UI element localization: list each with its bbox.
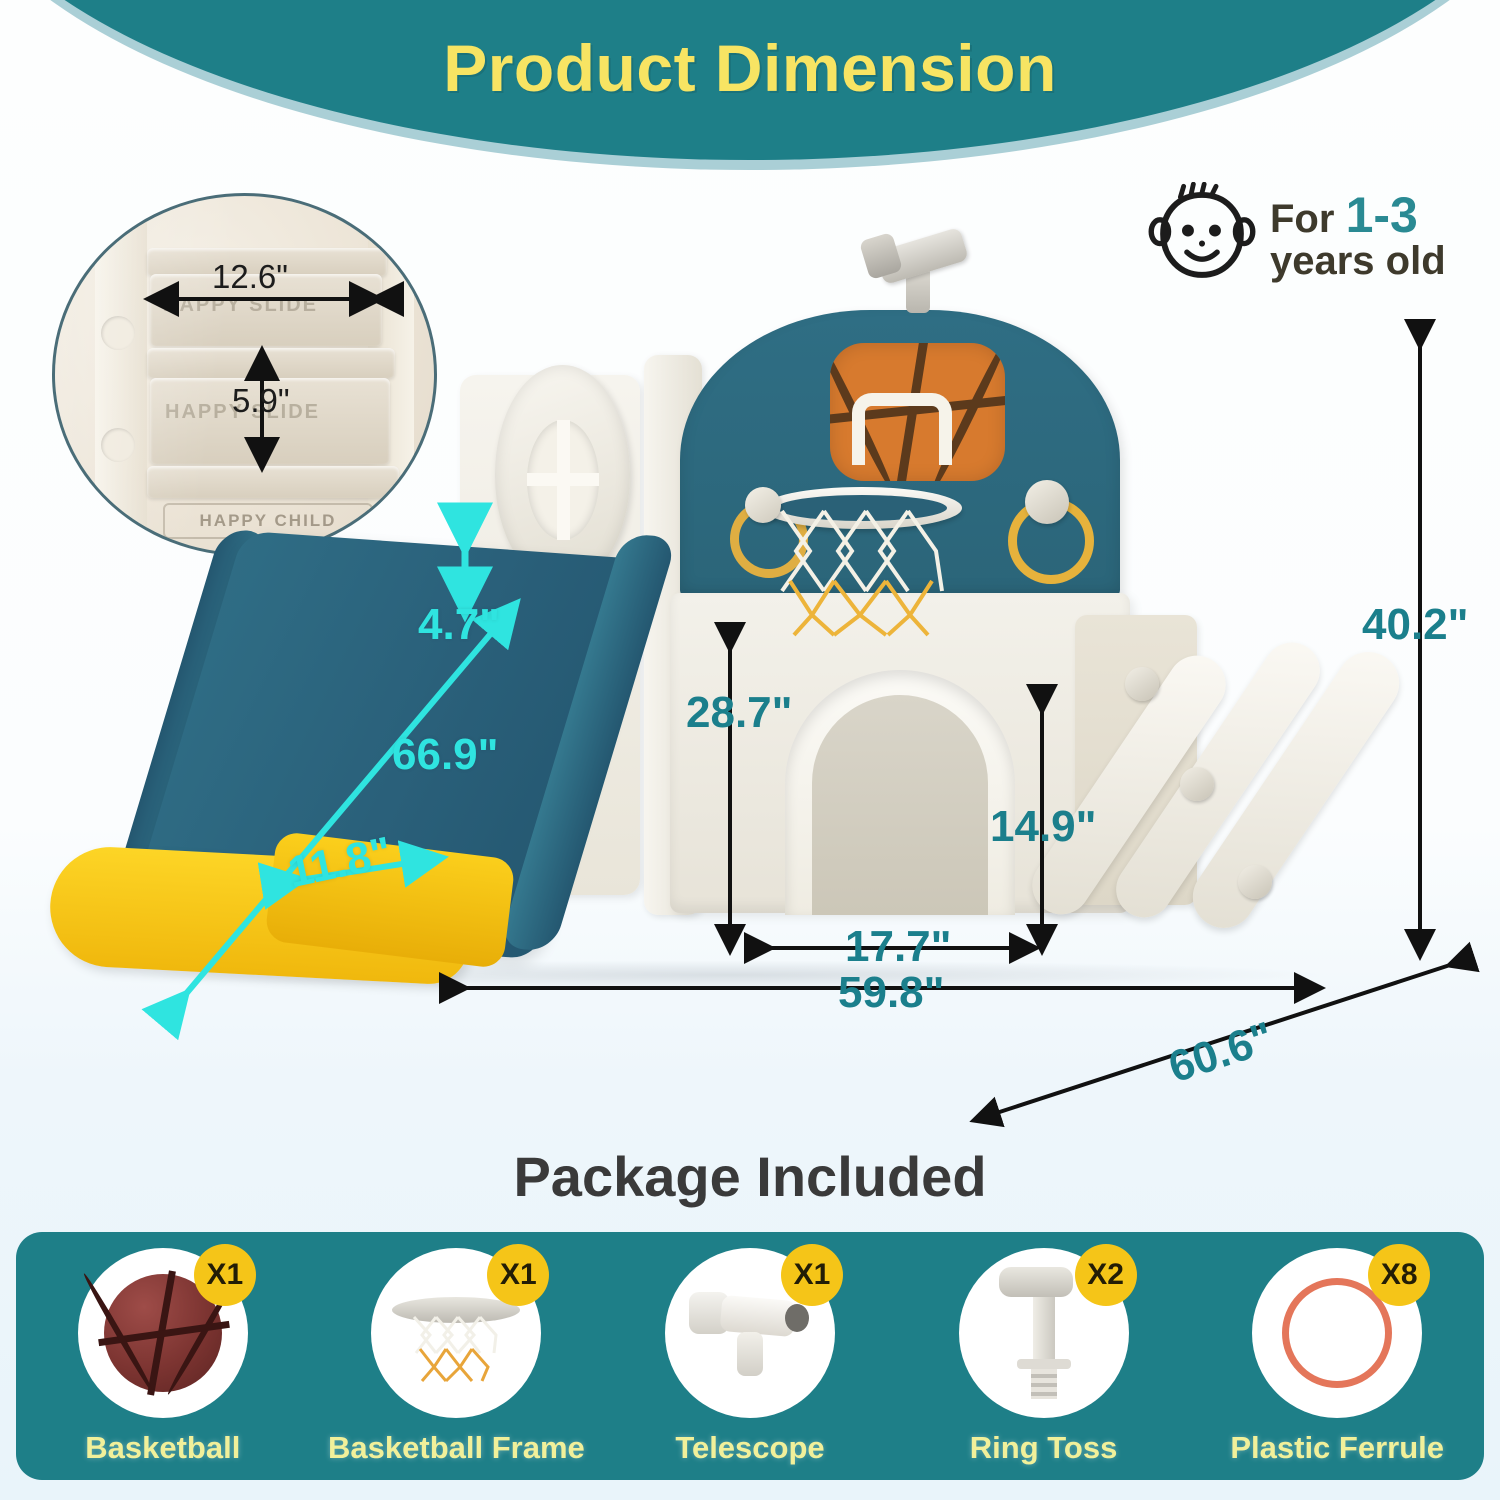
package-items-panel: X1 Basketball bbox=[16, 1232, 1484, 1480]
age-text-block: For 1-3 years old bbox=[1270, 189, 1446, 283]
page-title: Product Dimension bbox=[443, 31, 1057, 105]
package-item-image-circle: X1 bbox=[371, 1244, 550, 1418]
package-item-label: Basketball Frame bbox=[328, 1430, 585, 1465]
package-item-qty-badge: X1 bbox=[193, 1244, 256, 1306]
package-item-label: Telescope bbox=[675, 1430, 825, 1465]
ring-toss-peg bbox=[1025, 480, 1069, 524]
package-item-qty-badge: X1 bbox=[780, 1244, 843, 1306]
inset-width-label: 12.6" bbox=[212, 258, 288, 295]
dim-arch-width: 17.7" bbox=[845, 922, 952, 971]
age-range: 1-3 bbox=[1345, 187, 1418, 244]
package-item-basketball[interactable]: X1 Basketball bbox=[16, 1232, 310, 1480]
package-item-label: Plastic Ferrule bbox=[1230, 1430, 1444, 1465]
ring-toss-peg-icon bbox=[998, 1267, 1089, 1399]
basketball-net-icon bbox=[780, 509, 944, 637]
ladder-bolt-3 bbox=[1238, 865, 1272, 899]
peg-stem bbox=[1032, 1297, 1055, 1359]
package-item-basketball-frame[interactable]: X1 Basketball Frame bbox=[310, 1232, 604, 1480]
package-item-qty-badge: X2 bbox=[1074, 1244, 1137, 1306]
age-line-1: For 1-3 bbox=[1270, 189, 1446, 241]
dim-total-width: 59.8" bbox=[838, 968, 945, 1017]
package-item-image-circle: X8 bbox=[1252, 1244, 1431, 1418]
dim-total-height: 40.2" bbox=[1362, 600, 1469, 649]
inset-dimension-arrows bbox=[143, 281, 404, 473]
ladder-bolt-1 bbox=[1125, 667, 1159, 701]
hoop-mount-bolt bbox=[745, 487, 781, 523]
dim-slide-length: 66.9" bbox=[392, 730, 499, 779]
package-item-label: Basketball bbox=[85, 1430, 241, 1465]
telescope-icon bbox=[685, 1278, 815, 1388]
package-section-title: Package Included bbox=[513, 1145, 987, 1208]
age-prefix: For bbox=[1270, 197, 1335, 242]
package-item-telescope[interactable]: X1 Telescope bbox=[603, 1232, 897, 1480]
package-item-image-circle: X1 bbox=[77, 1244, 256, 1418]
hoop-net-shape bbox=[413, 1316, 498, 1383]
baby-face-icon bbox=[1148, 182, 1256, 278]
product-illustration bbox=[40, 215, 1460, 1075]
inset-height-label: 5.9" bbox=[232, 382, 290, 419]
plastic-ferrule-icon bbox=[1282, 1278, 1393, 1388]
backboard-target-square bbox=[852, 393, 952, 465]
steering-wheel-spoke-h bbox=[527, 473, 599, 486]
dim-slide-height: 4.7" bbox=[418, 600, 501, 649]
playhouse-arch-opening bbox=[812, 695, 988, 915]
package-item-image-circle: X2 bbox=[958, 1244, 1137, 1418]
basketball-hoop-icon bbox=[378, 1263, 534, 1403]
package-item-image-circle: X1 bbox=[664, 1244, 843, 1418]
dim-deck-height: 28.7" bbox=[686, 688, 793, 737]
package-item-label: Ring Toss bbox=[969, 1430, 1118, 1465]
dim-arch-height: 14.9" bbox=[990, 802, 1097, 851]
age-badge: For 1-3 years old bbox=[1148, 176, 1478, 296]
package-item-qty-badge: X1 bbox=[487, 1244, 550, 1306]
peg-flange bbox=[1016, 1359, 1071, 1369]
package-item-plastic-ferrule[interactable]: X8 Plastic Ferrule bbox=[1190, 1232, 1484, 1480]
header-banner bbox=[0, 0, 1500, 170]
package-item-ring-toss[interactable]: X2 Ring Toss bbox=[897, 1232, 1191, 1480]
peg-thread bbox=[1030, 1369, 1057, 1399]
package-item-qty-badge: X8 bbox=[1368, 1244, 1431, 1306]
peg-cap bbox=[998, 1267, 1073, 1297]
ladder-bolt-2 bbox=[1180, 767, 1214, 801]
age-suffix: years old bbox=[1270, 239, 1446, 284]
